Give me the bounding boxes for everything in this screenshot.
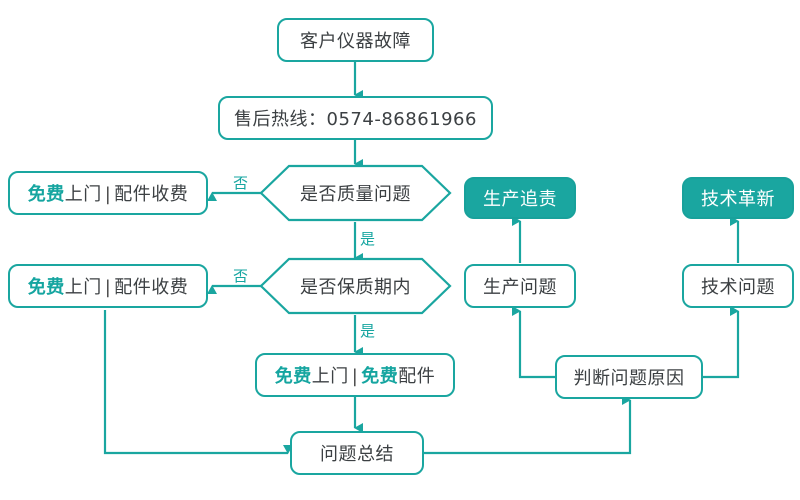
node-decision-warranty[interactable]: 是否保质期内 xyxy=(259,257,452,315)
rest-text: 上门 xyxy=(311,366,349,387)
node-free-all[interactable]: 免费上门|免费配件 xyxy=(255,353,455,397)
node-issue-summary[interactable]: 问题总结 xyxy=(290,431,424,475)
node-hotline[interactable]: 售后热线：0574-86861966 xyxy=(218,96,493,140)
node-start[interactable]: 客户仪器故障 xyxy=(277,18,434,62)
separator: | xyxy=(351,366,359,387)
rest-text-2: 配件收费 xyxy=(114,277,189,298)
node-decision-warranty-label: 是否保质期内 xyxy=(300,277,411,298)
node-free-all-label: 免费上门|免费配件 xyxy=(275,362,436,388)
separator: | xyxy=(104,277,112,298)
rest-text-2: 配件收费 xyxy=(114,184,189,205)
node-paid-parts-1[interactable]: 免费上门|配件收费 xyxy=(8,171,208,215)
edge-judge-to-production xyxy=(512,306,556,379)
node-start-label: 客户仪器故障 xyxy=(300,31,411,52)
node-production-issue-label: 生产问题 xyxy=(483,277,557,298)
node-production-issue[interactable]: 生产问题 xyxy=(464,264,576,308)
hexagon-shape xyxy=(259,164,452,222)
node-technical-issue-label: 技术问题 xyxy=(701,277,775,298)
node-decision-quality[interactable]: 是否质量问题 xyxy=(259,164,452,222)
node-technical-innovation[interactable]: 技术革新 xyxy=(682,177,794,219)
free-text: 免费 xyxy=(274,366,312,387)
free-text-2: 免费 xyxy=(361,366,399,387)
free-text: 免费 xyxy=(27,184,65,205)
node-judge-cause-label: 判断问题原因 xyxy=(573,368,685,389)
node-paid-parts-2[interactable]: 免费上门|配件收费 xyxy=(8,264,208,308)
rest-text: 上门 xyxy=(64,184,102,205)
edge-label-no-2: 否 xyxy=(233,267,249,285)
edge-label-no-1: 否 xyxy=(233,174,249,192)
node-production-accountability-label: 生产追责 xyxy=(483,189,557,210)
node-production-accountability[interactable]: 生产追责 xyxy=(464,177,576,219)
edge-summary-to-judge xyxy=(423,395,632,455)
edge-label-yes-2: 是 xyxy=(360,322,376,340)
free-text: 免费 xyxy=(27,277,65,298)
node-judge-cause[interactable]: 判断问题原因 xyxy=(555,355,703,399)
hexagon-shape xyxy=(259,257,452,315)
edge-judge-to-technical xyxy=(702,306,740,379)
separator: | xyxy=(104,184,112,205)
node-technical-issue[interactable]: 技术问题 xyxy=(682,264,794,308)
node-paid-parts-2-label: 免费上门|配件收费 xyxy=(28,273,189,299)
edge-label-yes-1: 是 xyxy=(360,230,376,248)
node-hotline-label: 售后热线：0574-86861966 xyxy=(234,109,477,130)
rest-text-2: 配件 xyxy=(398,366,436,387)
edge-paid2-to-summary xyxy=(103,310,293,455)
node-technical-innovation-label: 技术革新 xyxy=(701,189,775,210)
rest-text: 上门 xyxy=(64,277,102,298)
node-decision-quality-label: 是否质量问题 xyxy=(300,184,411,205)
node-issue-summary-label: 问题总结 xyxy=(320,444,394,465)
node-paid-parts-1-label: 免费上门|配件收费 xyxy=(28,180,189,206)
